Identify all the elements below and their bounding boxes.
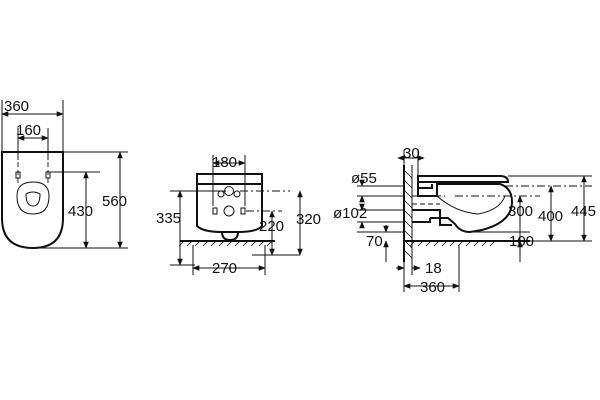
side-dim-wall-offset: 30 (403, 145, 420, 162)
rear-dim-width-top: 180 (212, 154, 237, 171)
rear-view (170, 155, 303, 275)
front-dim-width-holes: 160 (16, 122, 41, 139)
rear-dim-height-left: 335 (156, 210, 181, 227)
side-dim-height-445: 445 (571, 203, 596, 220)
rear-bowl-body (196, 184, 263, 233)
front-dim-height-total: 560 (102, 193, 127, 210)
rear-seat-top (196, 173, 263, 185)
side-seat (417, 175, 510, 183)
front-seat-inner (16, 181, 50, 215)
side-dim-outlet-height: 70 (366, 233, 383, 250)
side-dim-height-400: 400 (538, 208, 563, 225)
rear-dim-width-bottom: 270 (212, 260, 237, 277)
front-dim-height-holes: 430 (68, 203, 93, 220)
rear-dim-height-right: 320 (296, 211, 321, 228)
front-dim-width-total: 360 (4, 98, 29, 115)
side-dim-outlet-small: ø55 (351, 170, 377, 187)
rear-dim-height-inner: 220 (259, 218, 284, 235)
side-dim-height-300: 300 (508, 203, 533, 220)
side-dim-floor-gap: 100 (509, 233, 534, 250)
front-view (0, 100, 128, 250)
side-dim-wall-gap: 18 (425, 260, 442, 277)
side-bowl-body (417, 182, 514, 234)
side-dim-outlet-large: ø102 (333, 205, 367, 222)
side-view (357, 150, 592, 292)
side-dim-depth-total: 360 (420, 279, 445, 296)
front-bowl-outline (0, 151, 64, 250)
